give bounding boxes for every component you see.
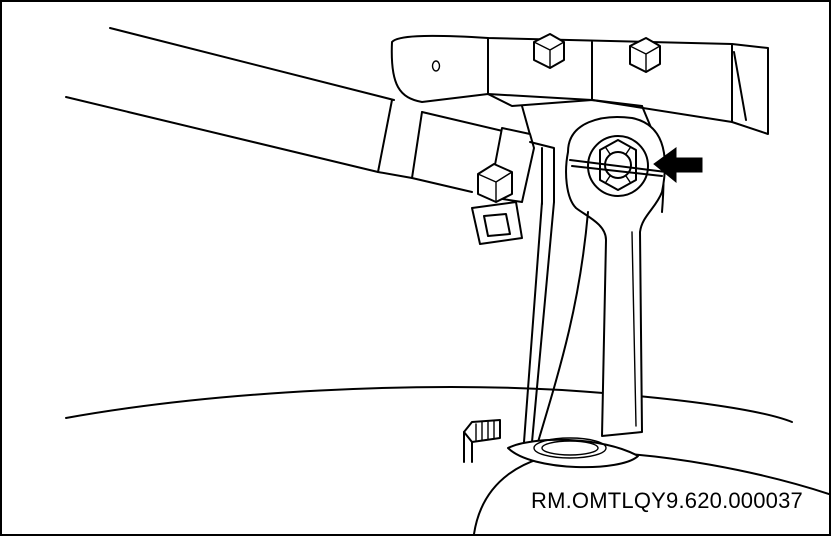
control-rod-right [537, 211, 589, 443]
bar-end [411, 111, 508, 193]
upper-bar [65, 27, 395, 173]
cotter-pin [569, 159, 667, 177]
bracket-right [731, 43, 769, 135]
control-rod-mid [531, 201, 555, 443]
hex-bolt-right [629, 37, 661, 73]
bracket-fold [487, 37, 643, 107]
figure-reference-code: RM.OMTLQY9.620.000037 [530, 488, 803, 513]
control-rod-left [523, 201, 543, 443]
bar-sleeve [377, 99, 423, 179]
hex-bolt-left [533, 33, 565, 69]
steering-arm [565, 116, 666, 437]
arm-edge [631, 231, 637, 427]
body-panel-edge [65, 386, 793, 423]
filler-ring-outer [533, 437, 607, 459]
tie-rod-end-hex [483, 213, 511, 237]
arrow-icon [653, 147, 703, 184]
tie-rod-nut [477, 163, 513, 203]
clamp-bracket [529, 141, 555, 205]
filler-ring-inner [541, 440, 599, 456]
bracket-hole [431, 60, 441, 72]
